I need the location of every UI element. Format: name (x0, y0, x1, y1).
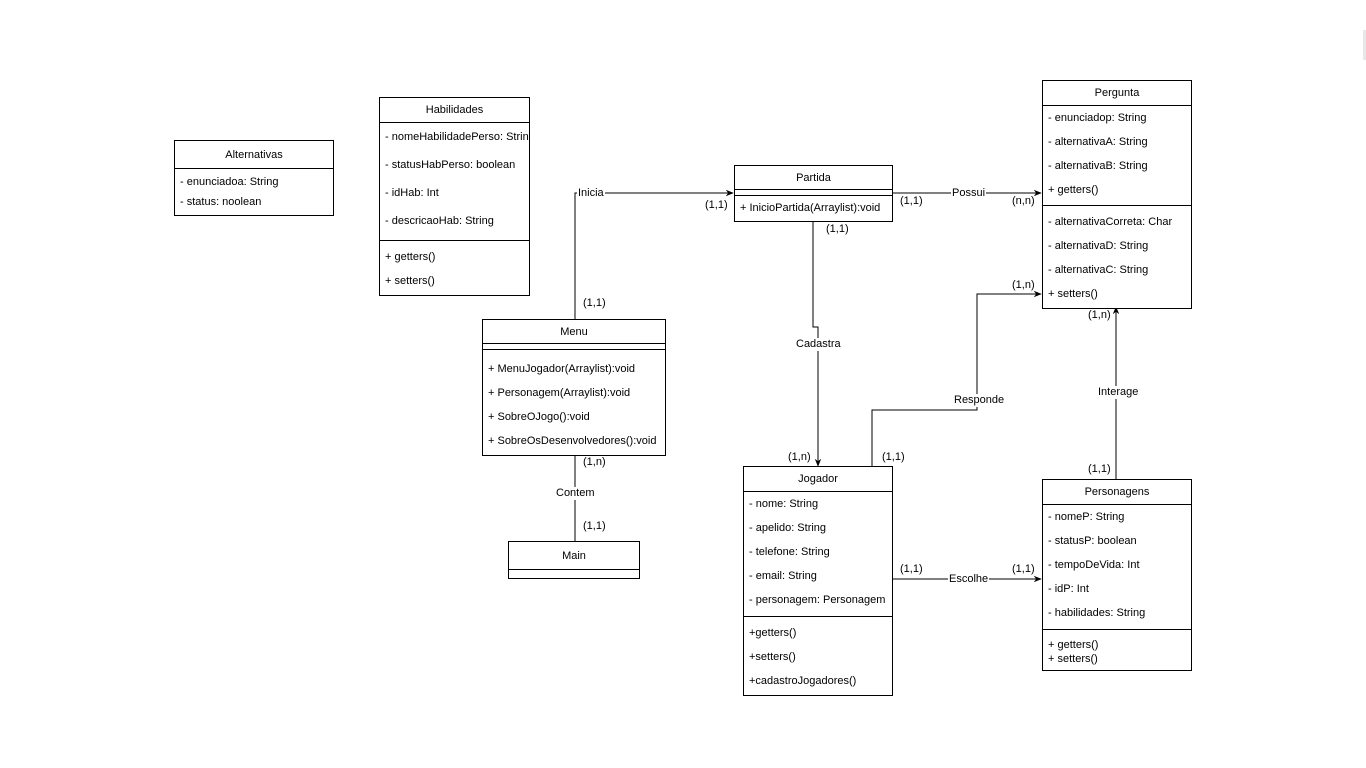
interage-to-multiplicity: (1,n) (1088, 309, 1111, 321)
class-title: Partida (735, 166, 892, 190)
inicia-label: Inicia (577, 187, 605, 200)
inicia-connector (574, 189, 734, 319)
method: + Personagem(Arraylist):void (488, 387, 631, 399)
class-alternativas[interactable]: Alternativas - enunciadoa: String - stat… (174, 140, 334, 216)
possui-to-multiplicity: (n,n) (1012, 195, 1035, 207)
interage-from-multiplicity: (1,1) (1088, 463, 1111, 475)
contem-to-multiplicity: (1,n) (583, 456, 606, 468)
attributes-section: - enunciadop: String - alternativaA: Str… (1043, 106, 1191, 205)
method: + getters() (1048, 184, 1099, 196)
cadastra-label: Cadastra (795, 338, 842, 351)
attribute: - alternativaCorreta: Char (1048, 216, 1173, 228)
class-title: Habilidades (380, 98, 529, 123)
class-title: Menu (483, 320, 665, 344)
method: +cadastroJogadores() (749, 675, 857, 687)
method: + MenuJogador(Arraylist):void (488, 363, 636, 375)
scroll-indicator (1363, 30, 1366, 60)
attributes-section: - nomeHabilidadePerso: String - statusHa… (380, 123, 529, 240)
attributes-section: - nomeP: String - statusP: boolean - tem… (1043, 505, 1191, 629)
escolhe-label: Escolhe (948, 573, 990, 586)
method: + getters() (385, 251, 436, 263)
attribute: - email: String (749, 570, 817, 582)
method: + setters() (385, 275, 435, 287)
attribute: - status: noolean (180, 196, 262, 208)
attribute: - telefone: String (749, 546, 830, 558)
possui-from-multiplicity: (1,1) (900, 195, 923, 207)
method: + getters() (1048, 639, 1099, 651)
cadastra-from-multiplicity: (1,1) (826, 223, 849, 235)
attribute: - statusP: boolean (1048, 535, 1137, 547)
methods-section: +getters() +setters() +cadastroJogadores… (744, 616, 892, 695)
methods-section: + getters() + setters() (1043, 629, 1191, 670)
class-menu[interactable]: Menu + MenuJogador(Arraylist):void + Per… (482, 319, 666, 456)
class-partida[interactable]: Partida + InicioPartida(Arraylist):void (734, 165, 893, 222)
class-title: Main (509, 542, 639, 570)
attribute: - alternativaA: String (1048, 136, 1148, 148)
methods-section: + InicioPartida(Arraylist):void (735, 195, 892, 221)
interage-label: Interage (1097, 386, 1140, 399)
class-jogador[interactable]: Jogador - nome: String - apelido: String… (743, 466, 893, 696)
contem-from-multiplicity: (1,1) (583, 520, 606, 532)
attribute: - habilidades: String (1048, 607, 1146, 619)
responde-to-multiplicity: (1,n) (1012, 279, 1035, 291)
class-title: Personagens (1043, 480, 1191, 505)
possui-label: Possui (951, 187, 987, 200)
class-title: Pergunta (1043, 81, 1191, 106)
attribute: - alternativaC: String (1048, 264, 1149, 276)
attribute: - nome: String (749, 498, 819, 510)
inicia-from-multiplicity: (1,1) (583, 297, 606, 309)
attribute: - descricaoHab: String (385, 215, 494, 227)
attribute: - alternativaD: String (1048, 240, 1149, 252)
methods-section: + MenuJogador(Arraylist):void + Personag… (483, 349, 665, 455)
attribute: - apelido: String (749, 522, 827, 534)
cadastra-connector (812, 222, 822, 467)
methods-section: + getters() + setters() (380, 240, 529, 295)
method: +setters() (749, 651, 796, 663)
method: + setters() (1048, 653, 1098, 665)
method: + InicioPartida(Arraylist):void (740, 202, 881, 214)
method: + SobreOJogo():void (488, 411, 590, 423)
attribute: - enunciadop: String (1048, 112, 1147, 124)
attribute: - idP: Int (1048, 583, 1089, 595)
class-pergunta[interactable]: Pergunta - enunciadop: String - alternat… (1042, 80, 1192, 309)
class-personagens[interactable]: Personagens - nomeP: String - statusP: b… (1042, 479, 1192, 671)
attribute: - enunciadoa: String (180, 176, 279, 188)
contem-label: Contem (555, 487, 596, 500)
attribute: - idHab: Int (385, 187, 439, 199)
attributes-section (509, 570, 639, 578)
methods-section: - alternativaCorreta: Char - alternativa… (1043, 205, 1191, 308)
method: + SobreOsDesenvolvedores():void (488, 435, 657, 447)
attribute: - tempoDeVida: Int (1048, 559, 1140, 571)
class-title: Jogador (744, 467, 892, 492)
attributes-section: - enunciadoa: String - status: noolean (175, 169, 333, 215)
class-title: Alternativas (175, 141, 333, 169)
attribute: - nomeHabilidadePerso: String (385, 131, 529, 143)
responde-label: Responde (953, 394, 1006, 407)
inicia-to-multiplicity: (1,1) (705, 199, 728, 211)
escolhe-to-multiplicity: (1,1) (1012, 563, 1035, 575)
escolhe-from-multiplicity: (1,1) (900, 563, 923, 575)
method: +getters() (749, 627, 797, 639)
responde-connector (871, 290, 1042, 466)
class-habilidades[interactable]: Habilidades - nomeHabilidadePerso: Strin… (379, 97, 530, 296)
class-main[interactable]: Main (508, 541, 640, 579)
method: + setters() (1048, 288, 1098, 300)
cadastra-to-multiplicity: (1,n) (788, 451, 811, 463)
attribute: - alternativaB: String (1048, 160, 1148, 172)
attribute: - personagem: Personagem (749, 594, 886, 606)
attribute: - statusHabPerso: boolean (385, 159, 516, 171)
attributes-section: - nome: String - apelido: String - telef… (744, 492, 892, 616)
attribute: - nomeP: String (1048, 511, 1125, 523)
responde-from-multiplicity: (1,1) (882, 451, 905, 463)
